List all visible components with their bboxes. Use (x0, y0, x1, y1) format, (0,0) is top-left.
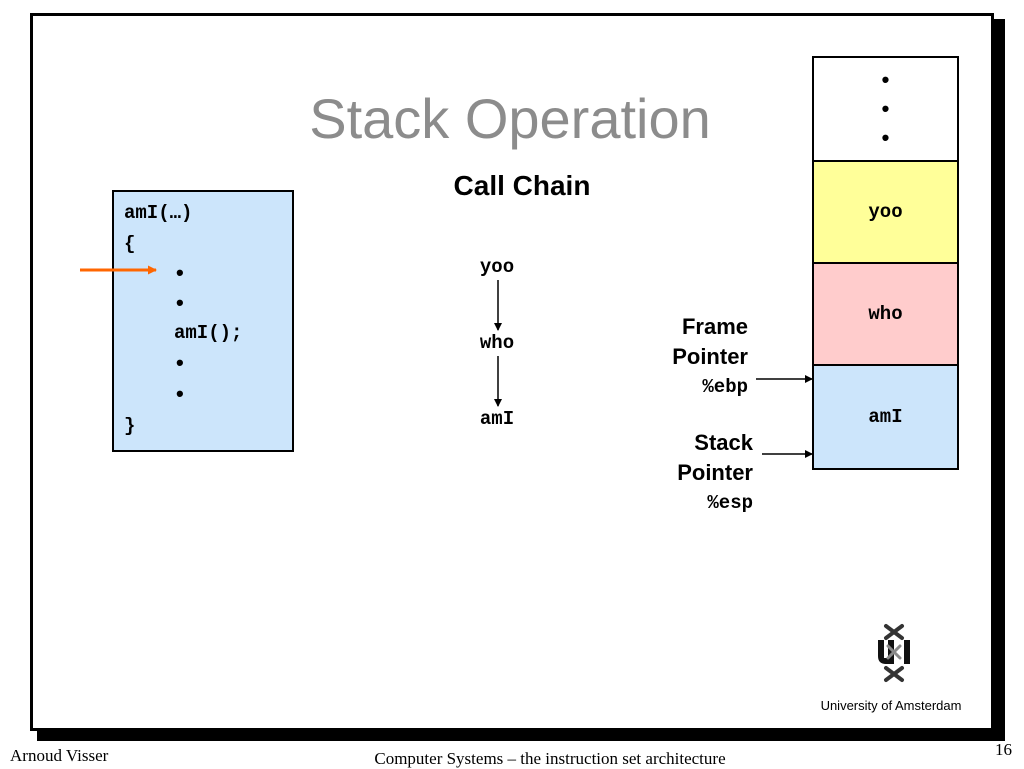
frame-pointer-line2: Pointer (672, 344, 748, 369)
stack-cell-ellipsis: • • • (812, 56, 959, 162)
stack-pointer-line1: Stack (694, 430, 753, 455)
footer-author: Arnoud Visser (10, 746, 109, 765)
stack-frame-label: amI (868, 406, 903, 428)
uva-caption: University of Amsterdam (820, 698, 962, 713)
stack-frame-ami: amI (812, 364, 959, 470)
code-bullet-3: • (176, 350, 184, 375)
code-line-call: amI(); (174, 322, 243, 344)
footer-course: Computer Systems – the instruction set a… (374, 749, 726, 768)
code-line-close-brace: } (124, 415, 136, 437)
frame-pointer-label: Frame Pointer %ebp (600, 312, 748, 402)
frame-pointer-line1: Frame (681, 314, 748, 339)
slide-title: Stack Operation (309, 87, 711, 150)
stack-pointer-register: %esp (707, 492, 753, 514)
stack-pointer-label: Stack Pointer %esp (600, 428, 753, 518)
stack-dot-2: • (881, 95, 890, 121)
code-bullet-2: • (176, 290, 184, 315)
stack-frame-who: who (812, 262, 959, 366)
call-chain-node-ami: amI (479, 408, 515, 430)
call-chain-node-yoo: yoo (479, 256, 515, 278)
stack-dot-1: • (881, 67, 890, 93)
call-chain-heading: Call Chain (453, 170, 591, 201)
slide-number: 16 (995, 740, 1012, 759)
call-chain-node-who: who (479, 332, 515, 354)
code-line-open-brace: { (124, 233, 136, 255)
stack-pointer-line2: Pointer (677, 460, 753, 485)
code-bullet-4: • (176, 381, 184, 406)
frame-pointer-register: %ebp (702, 376, 748, 398)
stack-frame-label: yoo (868, 201, 903, 223)
code-line-signature: amI(…) (124, 202, 193, 224)
uva-logo-icon (878, 624, 910, 682)
stack-frame-yoo: yoo (812, 160, 959, 264)
code-bullet-1: • (176, 260, 184, 285)
stack-dot-3: • (881, 124, 890, 150)
code-box (112, 190, 294, 452)
stack-frame-label: who (868, 303, 903, 325)
